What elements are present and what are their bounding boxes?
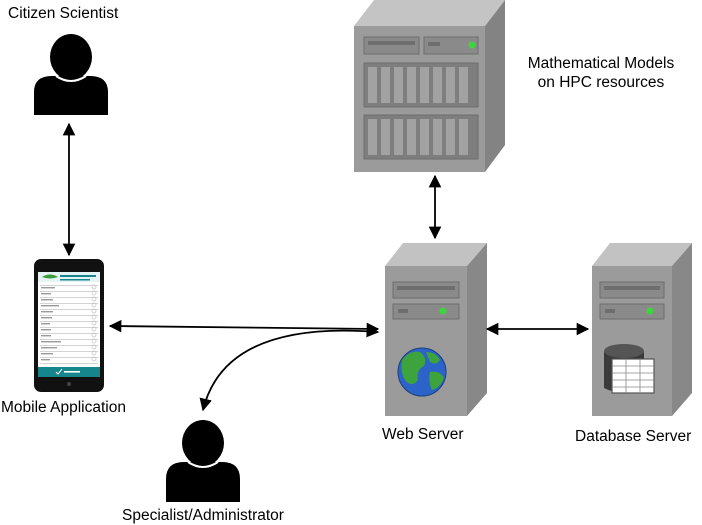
citizen-scientist-label: Citizen Scientist [8,5,119,22]
citizen-scientist-person-icon [34,34,108,115]
hpc-server-rack-icon [354,0,505,172]
models-label: Mathematical Models on HPC resources [508,54,694,93]
globe-icon [397,347,447,397]
smartphone-icon [34,259,104,392]
specialist-person-icon [166,420,240,502]
database-server-label: Database Server [575,428,692,445]
arrow-mobile-to-webserver [108,319,380,336]
database-server-tower-icon [592,243,692,416]
models-label-line2: on HPC resources [537,74,665,92]
web-server-tower-icon [385,243,487,416]
specialist-label: Specialist/Administrator [122,507,284,524]
database-icon [604,344,655,394]
models-label-line1: Mathematical Models [527,55,675,72]
mobile-application-label: Mobile Application [1,399,126,416]
arrow-specialist-to-webserver [199,324,380,412]
web-server-label: Web Server [382,426,464,443]
